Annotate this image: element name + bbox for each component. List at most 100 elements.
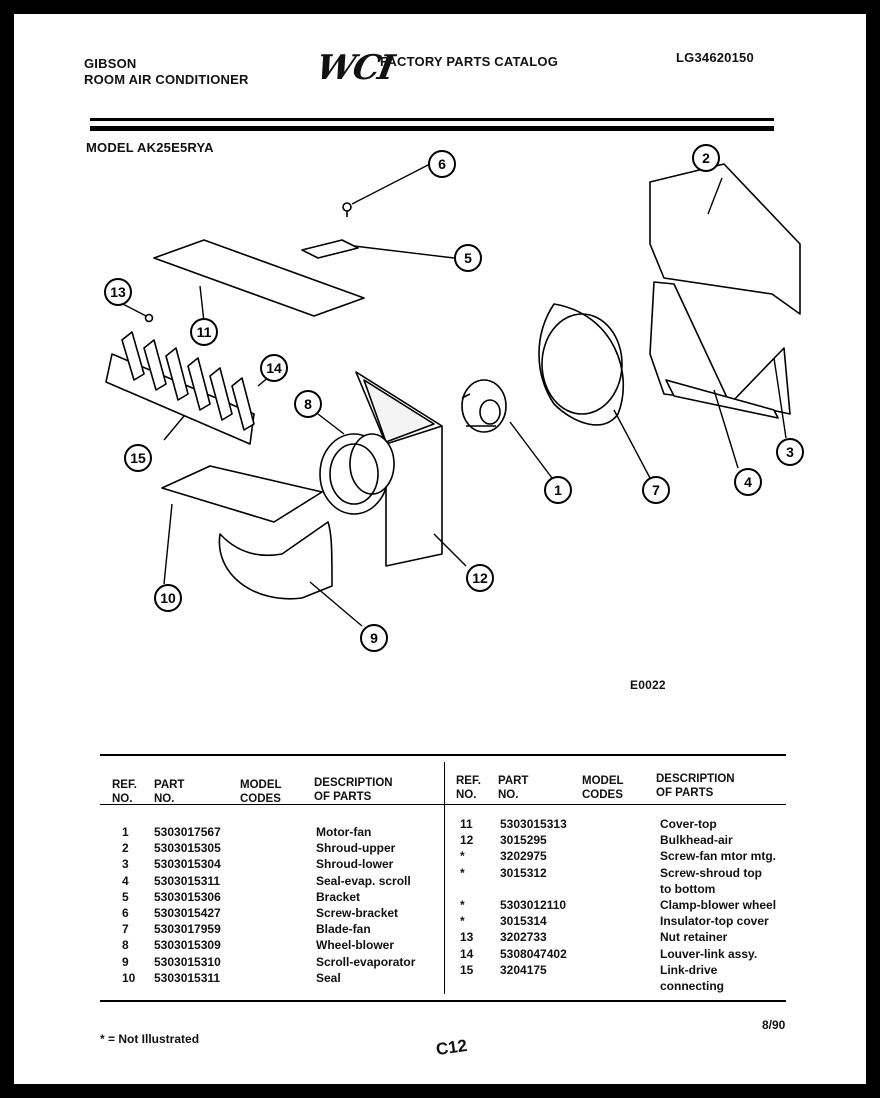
table-rule-header (100, 804, 786, 805)
right-desc-cell: Clamp-blower wheel (660, 898, 777, 912)
screw-bracket-part (342, 202, 352, 212)
catalog-number: LG34620150 (676, 50, 754, 65)
callout-14-label: 14 (260, 354, 288, 382)
right-part-cell: 3204175 (500, 962, 547, 977)
right-part-cell: 3015295 (500, 833, 547, 848)
left-ref-cell: 9 (122, 954, 129, 969)
right-ref-cell: * (460, 914, 465, 929)
right-desc-cell: to bottom (660, 881, 716, 896)
svg-text:3: 3 (786, 444, 794, 460)
page-number: C12 (434, 1035, 469, 1060)
svg-text:6: 6 (438, 156, 446, 172)
callout-9-label: 9 (360, 624, 388, 652)
left-desc-cell: Blade-fan (316, 922, 371, 937)
callout-6-label: 6 (428, 150, 456, 178)
left-desc-cell: Seal-evap. scroll (316, 873, 411, 888)
right-ref-cell: * (460, 849, 465, 864)
right-ref-header: REF.NO. (456, 775, 481, 801)
not-illustrated-note: * = Not Illustrated (100, 1032, 200, 1046)
right-desc-cell: Louver-link assy. (660, 946, 758, 961)
left-part-cell: 5303015305 (154, 841, 221, 856)
callout-7-label: 7 (642, 476, 670, 504)
callout-3-label: 3 (776, 438, 804, 466)
svg-text:7: 7 (652, 482, 660, 498)
left-desc-cell: Shroud-upper (316, 841, 396, 856)
right-part-cell: 3015312 (500, 865, 547, 880)
right-part-cell: 5303015313 (500, 817, 567, 831)
right-desc-cell: connecting (660, 979, 725, 993)
shroud-upper-part (649, 163, 801, 315)
right-ref-cell: 13 (460, 930, 474, 945)
blower-wheel-part (319, 433, 395, 515)
left-part-cell: 5303017567 (154, 825, 221, 839)
callout-15-label: 15 (124, 444, 152, 472)
right-desc-cell: Screw-shroud top (660, 865, 763, 880)
left-part-cell: 5303015310 (154, 954, 221, 969)
right-ref-cell: * (460, 865, 465, 880)
right-ref-cell: * (460, 898, 465, 912)
catalog-date: 8/90 (762, 1018, 786, 1032)
left-ref-cell: 3 (122, 857, 129, 872)
callout-10-label: 10 (154, 584, 182, 612)
left-ref-header: REF.NO. (112, 779, 137, 805)
callout-1-label: 1 (544, 476, 572, 504)
svg-text:8: 8 (304, 396, 312, 412)
brand-name: GIBSON (84, 56, 137, 71)
callout-12-label: 12 (466, 564, 494, 592)
left-ref-cell: 5 (122, 889, 129, 904)
callout-11-label: 11 (190, 318, 218, 346)
seal-evap-scroll-part (665, 379, 779, 419)
right-part-cell: 5308047402 (500, 946, 567, 961)
catalog-page: GIBSON ROOM AIR CONDITIONER WCI FACTORY … (12, 12, 868, 1086)
right-desc-cell: Screw-fan mtor mtg. (660, 849, 777, 864)
svg-text:4: 4 (744, 474, 752, 490)
header-rule-top (90, 118, 774, 121)
product-name: ROOM AIR CONDITIONER (84, 72, 249, 87)
right-desc-cell: Cover-top (660, 817, 717, 831)
left-ref-cell: 7 (122, 922, 129, 937)
table-column-divider (444, 762, 445, 994)
header-rule-bottom (90, 126, 774, 131)
right-desc-cell: Link-drive (660, 962, 718, 977)
callout-5-label: 5 (454, 244, 482, 272)
left-ref-cell: 2 (122, 841, 129, 856)
svg-text:2: 2 (702, 150, 710, 166)
left-ref-cell: 10 (122, 970, 136, 985)
motor-fan-part (461, 379, 507, 433)
scroll-evaporator-part (218, 521, 333, 600)
left-ref-cell: 1 (122, 825, 129, 839)
left-part-cell: 5303017959 (154, 922, 221, 937)
right-desc-cell: Nut retainer (660, 930, 728, 945)
callout-2-label: 2 (692, 144, 720, 172)
shroud-lower-part (649, 281, 791, 415)
right-part-cell: 5303012110 (500, 898, 567, 912)
right-ref-cell: 15 (460, 962, 474, 977)
table-rule-bottom (100, 1000, 786, 1002)
left-desc-cell: Motor-fan (316, 825, 372, 839)
left-part-cell: 5303015427 (154, 906, 221, 920)
catalog-title: FACTORY PARTS CATALOG (380, 54, 559, 69)
left-desc-cell: Seal (316, 970, 341, 985)
callout-8-label: 8 (294, 390, 322, 418)
left-part-cell: 5303015311 (154, 873, 221, 888)
table-rule-top (100, 754, 786, 756)
svg-text:12: 12 (472, 570, 488, 586)
blade-fan-part (538, 303, 625, 426)
left-ref-cell: 8 (122, 938, 129, 953)
svg-text:11: 11 (197, 324, 212, 340)
seal-part (161, 465, 323, 523)
diagram-code: E0022 (630, 678, 666, 692)
bulkhead-air-part (355, 371, 443, 567)
left-ref-cell: 6 (122, 906, 129, 920)
svg-text:13: 13 (110, 284, 126, 300)
svg-text:9: 9 (370, 630, 378, 646)
left-part-cell: 5303015311 (154, 970, 221, 985)
svg-text:14: 14 (266, 360, 282, 376)
callout-4-label: 4 (734, 468, 762, 496)
right-ref-cell: 12 (460, 833, 474, 848)
